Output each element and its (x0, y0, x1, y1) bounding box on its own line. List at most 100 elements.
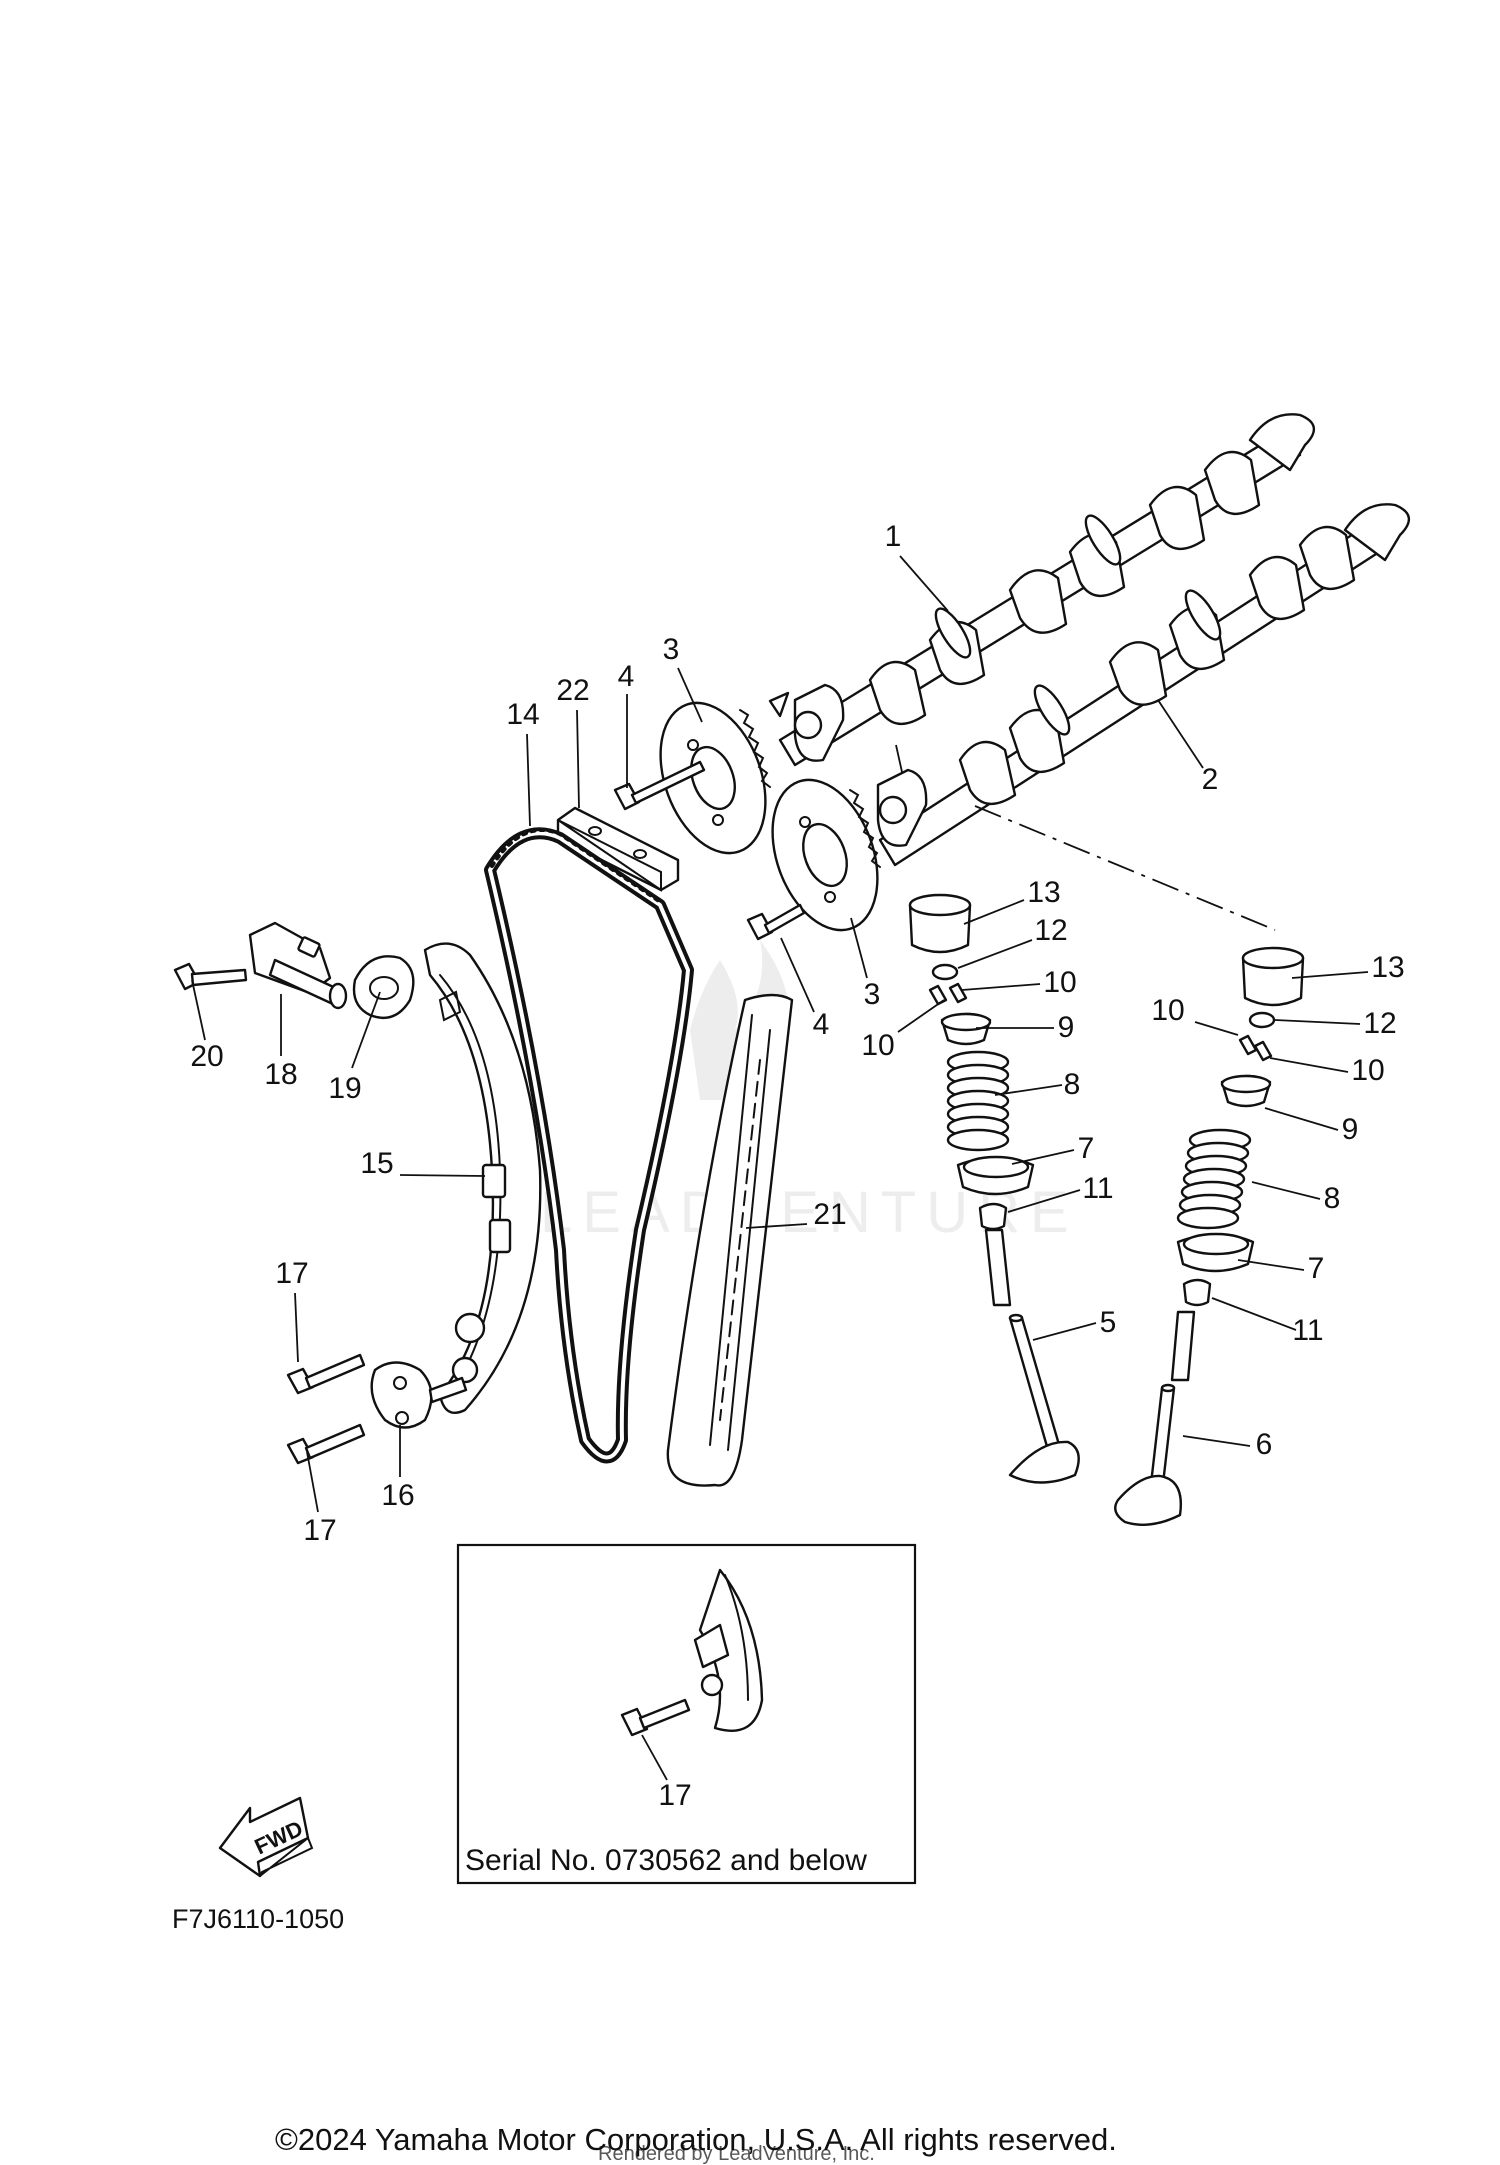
leader-line-c13a (963, 899, 1025, 925)
leader-line-c13b (1291, 971, 1369, 979)
guide-stopper-16 (370, 1361, 468, 1429)
callout-c7b: 7 (1308, 1252, 1325, 1285)
bolt-20 (173, 962, 248, 991)
callout-c17b: 17 (303, 1514, 336, 1547)
camshaft-1 (768, 413, 1315, 767)
callout-c1: 1 (885, 520, 902, 553)
callout-c7a: 7 (1078, 1132, 1095, 1165)
leader-line-c17a (294, 1292, 299, 1363)
leader-line-c12a (957, 939, 1033, 969)
callout-c17c: 17 (658, 1779, 691, 1812)
leader-line-c22 (576, 709, 580, 809)
tensioner-guide-15 (423, 942, 542, 1415)
callout-c3a: 3 (663, 633, 680, 666)
inset-frame (456, 1543, 917, 1885)
shim-12-right (1248, 1011, 1276, 1029)
leader-line-c17c (641, 1734, 668, 1781)
timing-chain-14 (484, 827, 694, 1464)
callout-c8b: 8 (1324, 1182, 1341, 1215)
guide-left (984, 1228, 1012, 1307)
axis-line (974, 805, 1276, 931)
leader-line-c9b (1264, 1107, 1339, 1131)
leader-line-c2 (1157, 699, 1204, 769)
shim-12-left (931, 963, 959, 981)
leader-line-c6 (1182, 1435, 1251, 1447)
leader-line-c14 (526, 733, 531, 827)
spring-8-right (1176, 1128, 1252, 1230)
leader-line-c12b (1274, 1019, 1361, 1025)
valve-train-intake (908, 893, 1080, 1484)
callout-c11b: 11 (1292, 1314, 1323, 1347)
leader-line-c8b (1251, 1181, 1321, 1200)
leader-line-c17b (306, 1451, 319, 1513)
bolt-4-upper (613, 760, 706, 811)
axis-line (895, 744, 903, 773)
bolt-17-lower (286, 1423, 366, 1465)
copyright-text: ©2024 Yamaha Motor Corporation, U.S.A. A… (275, 2122, 1117, 2157)
leader-line-c4b (780, 937, 815, 1013)
leader-line-c10c (1194, 1021, 1239, 1036)
callout-c18: 18 (264, 1058, 297, 1091)
callout-leaders (191, 555, 1369, 1781)
camshaft-2 (876, 503, 1410, 867)
callout-c4b: 4 (813, 1008, 830, 1041)
callout-c3b: 3 (864, 978, 881, 1011)
callout-c10a: 10 (1043, 966, 1076, 999)
valve-6-head (1114, 1474, 1182, 1526)
callout-c5: 5 (1100, 1306, 1117, 1339)
leader-line-c20 (191, 979, 206, 1041)
callout-c17a: 17 (275, 1257, 308, 1290)
serial-inset: Serial No. 0730562 and below (456, 1543, 917, 1885)
callout-c4a: 4 (618, 660, 635, 693)
valve-5-stem (1008, 1316, 1062, 1452)
callout-c11a: 11 (1082, 1172, 1113, 1205)
callout-c12b: 12 (1363, 1007, 1396, 1040)
chain-guide-21 (666, 993, 794, 1487)
callout-c13a: 13 (1027, 876, 1060, 909)
callout-c16: 16 (381, 1479, 414, 1512)
leader-line-c3a (677, 667, 703, 723)
callout-c10b: 10 (861, 1029, 894, 1062)
inset-guide (698, 1568, 764, 1732)
callout-c12a: 12 (1034, 914, 1067, 947)
rendered-by-text: Rendered by LeadVenture, Inc. (598, 2143, 875, 2165)
valve-train-exhaust (1114, 946, 1305, 1526)
gasket-19 (352, 955, 415, 1020)
callout-c2: 2 (1202, 763, 1219, 796)
callout-c9a: 9 (1058, 1011, 1075, 1044)
inset-caption: Serial No. 0730562 and below (465, 1844, 867, 1877)
fwd-arrow-icon: FWD (218, 1796, 314, 1878)
leader-line-c3b (850, 917, 868, 979)
bolt-4-lower (746, 903, 806, 941)
leader-line-c10d (1269, 1057, 1349, 1073)
inset-bolt-17 (620, 1707, 649, 1737)
leader-line-c11b (1211, 1297, 1297, 1331)
seal-11-left (978, 1202, 1008, 1231)
diagram-code: F7J6110-1050 (172, 1904, 344, 1934)
callout-c10d: 10 (1351, 1054, 1384, 1087)
callout-c22: 22 (556, 674, 589, 707)
keeper-10-right (1238, 1034, 1258, 1056)
leader-line-c5 (1032, 1322, 1097, 1341)
cam-sprocket-upper (659, 701, 771, 855)
callout-c9b: 9 (1342, 1113, 1359, 1146)
leader-line-c15 (399, 1174, 486, 1177)
valve-5-head (1008, 1440, 1080, 1484)
leader-line-c21 (745, 1223, 808, 1229)
callout-c20: 20 (190, 1040, 223, 1073)
bolt-17-upper (286, 1353, 366, 1395)
chain-tensioner-18 (248, 921, 348, 1010)
callout-labels: 1233445677889910101010111112121313141516… (190, 520, 1404, 1812)
callout-c15: 15 (360, 1147, 393, 1180)
callout-c21: 21 (813, 1198, 846, 1231)
leader-line-c8a (994, 1084, 1063, 1096)
callout-c6: 6 (1256, 1428, 1273, 1461)
leader-line-c10a (961, 983, 1041, 991)
keeper-10-left (928, 984, 948, 1006)
spring-8-left (946, 1050, 1010, 1152)
leader-line-c19 (351, 991, 381, 1069)
leader-line-c1 (899, 555, 949, 612)
callout-c10c: 10 (1151, 994, 1184, 1027)
callout-c14: 14 (506, 698, 539, 731)
